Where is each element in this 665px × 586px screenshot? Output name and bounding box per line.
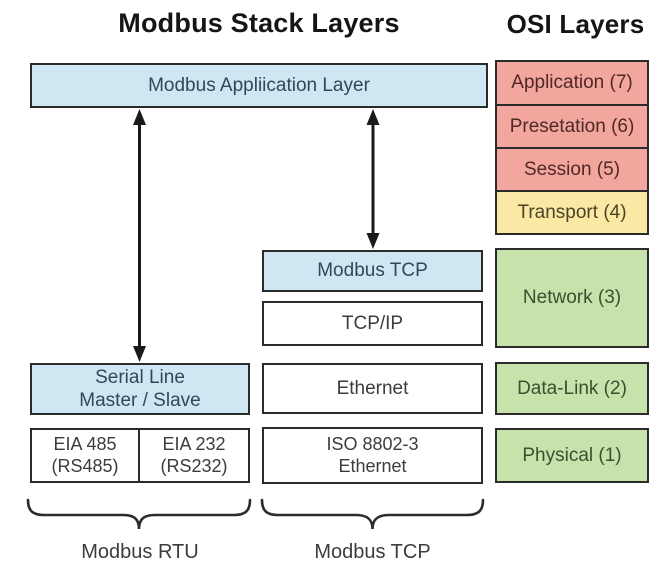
iso-8802-ethernet-box: ISO 8802-3 Ethernet (262, 427, 483, 484)
modbus-tcp-label: Modbus TCP (314, 541, 431, 563)
serial-line-line2: Master / Slave (79, 390, 201, 411)
osi-presentation-box: Presetation (6) (495, 104, 649, 149)
modbus-tcp-box: Modbus TCP (262, 250, 483, 292)
modbus-rtu-label: Modbus RTU (81, 541, 199, 563)
eia-485-line2: (RS485) (51, 455, 119, 476)
iso-8802-line1: ISO 8802-3 (326, 433, 419, 454)
osi-layers-title: OSI Layers (506, 9, 645, 39)
eia-485-line1: EIA 485 (53, 433, 117, 454)
iso-8802-line2: Ethernet (338, 455, 407, 476)
serial-line-master-slave-box: Serial Line Master / Slave (30, 363, 250, 415)
osi-datalink-box: Data-Link (2) (495, 362, 649, 415)
modbus-stack-title: Modbus Stack Layers (118, 8, 400, 38)
modbus-application-layer-box: Modbus Appliication Layer (30, 63, 488, 108)
osi-transport-box: Transport (4) (495, 190, 649, 235)
osi-application-box: Application (7) (495, 60, 649, 106)
osi-network-box: Network (3) (495, 248, 649, 348)
eia-232-line2: (RS232) (160, 455, 228, 476)
arrow-application-modbustcp (366, 109, 380, 249)
eia-232-line1: EIA 232 (162, 433, 226, 454)
arrow-application-serial (133, 109, 146, 362)
eia-485-box: EIA 485 (RS485) (30, 428, 140, 483)
ethernet-box: Ethernet (262, 363, 483, 414)
eia-232-box: EIA 232 (RS232) (138, 428, 250, 483)
serial-line-line1: Serial Line (95, 366, 185, 388)
brace-modbus-tcp (260, 498, 485, 530)
osi-physical-box: Physical (1) (495, 428, 649, 483)
tcp-ip-box: TCP/IP (262, 301, 483, 346)
brace-modbus-rtu (26, 498, 252, 530)
osi-session-box: Session (5) (495, 147, 649, 192)
